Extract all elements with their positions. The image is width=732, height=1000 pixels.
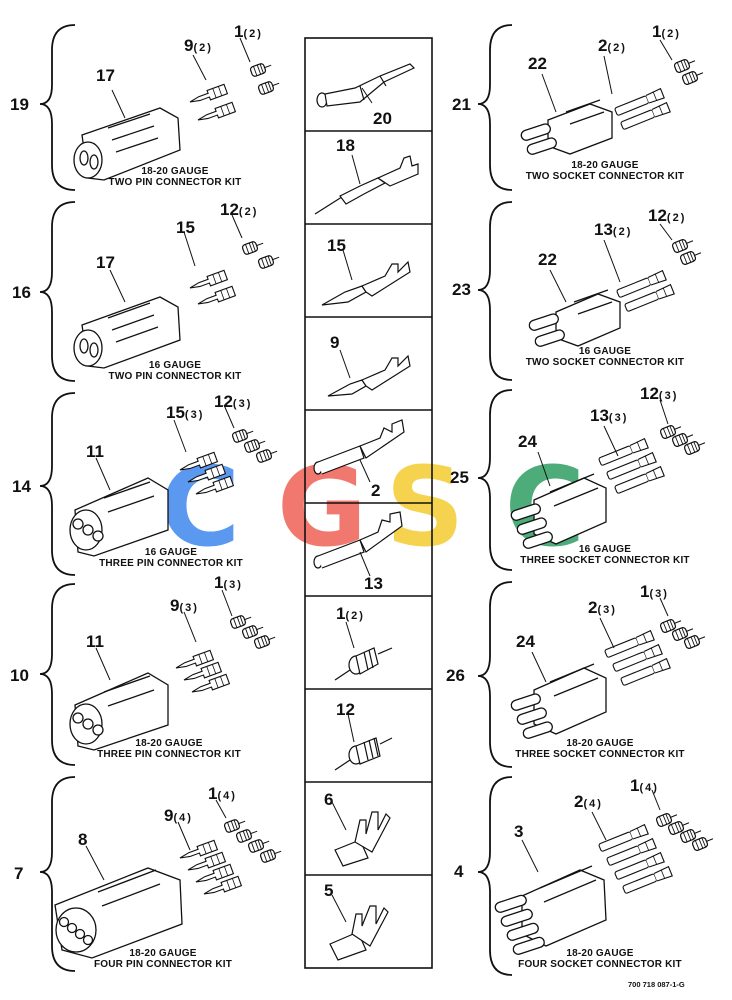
center-label-12: 12 xyxy=(336,700,355,719)
seal-label: 12(3) xyxy=(640,384,679,403)
center-label-5: 5 xyxy=(324,881,334,900)
kit-16-drawing xyxy=(73,237,282,369)
kit-number-14: 14 xyxy=(12,477,31,496)
kit-25-drawing xyxy=(510,421,708,549)
part-2-drawing xyxy=(313,419,405,475)
kit-19-drawing xyxy=(73,59,282,181)
watermark-letter: S xyxy=(385,443,464,571)
seal-label: 1(3) xyxy=(640,582,669,601)
terminal-label: 15 xyxy=(176,218,195,237)
terminal-label: 15(3) xyxy=(166,403,205,422)
housing-label: 22 xyxy=(538,250,557,269)
kit-4-drawing xyxy=(494,809,716,955)
terminal-label: 9(3) xyxy=(170,596,199,615)
terminal-label: 2(4) xyxy=(574,792,603,811)
part-12-drawing xyxy=(334,737,393,771)
terminal-label: 9(2) xyxy=(184,36,213,55)
seal-label: 1(2) xyxy=(652,22,681,41)
kit-number-25: 25 xyxy=(450,468,469,487)
center-label-1: 1(2) xyxy=(336,604,365,624)
quantity: (2) xyxy=(345,610,365,622)
kit-number-7: 7 xyxy=(14,864,24,883)
part-15-drawing xyxy=(321,260,411,306)
center-label-20: 20 xyxy=(373,109,392,128)
kit-number-23: 23 xyxy=(452,280,471,299)
part-20-drawing xyxy=(316,63,416,108)
housing-label: 17 xyxy=(96,253,115,272)
housing-label: 3 xyxy=(514,822,524,841)
housing-label: 22 xyxy=(528,54,547,73)
seal-label: 12(2) xyxy=(648,206,687,225)
terminal-label: 2(2) xyxy=(598,36,627,55)
kit-number-19: 19 xyxy=(10,95,29,114)
part-6-drawing xyxy=(334,811,391,867)
kit-21-drawing xyxy=(520,55,706,155)
kit-number-21: 21 xyxy=(452,95,471,114)
terminal-label: 13(2) xyxy=(594,220,633,239)
housing-label: 24 xyxy=(518,432,537,451)
center-parts-column xyxy=(304,37,433,969)
housing-label: 24 xyxy=(516,632,535,651)
seal-label: 1(2) xyxy=(234,22,263,41)
housing-label: 17 xyxy=(96,66,115,85)
housing-label: 11 xyxy=(86,632,104,651)
kit-braces xyxy=(39,24,513,976)
document-number: 700 718 087-1-G xyxy=(628,980,685,989)
part-9-drawing xyxy=(327,354,411,397)
seal-label: 1(4) xyxy=(630,776,659,795)
kit-23-drawing xyxy=(528,235,704,347)
terminal-label: 13(3) xyxy=(590,406,629,425)
seal-label: 12(3) xyxy=(214,392,253,411)
seal-label: 12(2) xyxy=(220,200,259,219)
kit-number-10: 10 xyxy=(10,666,29,685)
kit-26-drawing xyxy=(510,615,708,739)
part-18-drawing xyxy=(314,155,419,215)
housing-label: 8 xyxy=(78,830,88,849)
seal-label: 1(3) xyxy=(214,573,243,592)
seal-label: 1(4) xyxy=(208,784,237,803)
center-label-6: 6 xyxy=(324,790,334,809)
kit-10-drawing xyxy=(69,611,278,751)
kit-number-26: 26 xyxy=(446,666,465,685)
center-label-2: 2 xyxy=(371,481,381,500)
kit-14-drawing xyxy=(69,425,280,557)
terminal-label: 9(4) xyxy=(164,806,193,825)
center-label-9: 9 xyxy=(330,333,340,352)
center-label-18: 18 xyxy=(336,136,355,155)
center-label-15: 15 xyxy=(327,236,346,255)
kit-number-4: 4 xyxy=(454,862,464,881)
part-13-drawing xyxy=(313,511,403,569)
kit-7-drawing xyxy=(54,815,284,959)
housing-label: 11 xyxy=(86,442,104,461)
terminal-label: 2(3) xyxy=(588,598,617,617)
leader-lines xyxy=(85,37,673,923)
center-label-13: 13 xyxy=(364,574,383,593)
part-1-drawing xyxy=(334,647,393,681)
part-5-drawing xyxy=(329,905,389,961)
kit-number-16: 16 xyxy=(12,283,31,302)
part-number: 1 xyxy=(336,604,346,623)
